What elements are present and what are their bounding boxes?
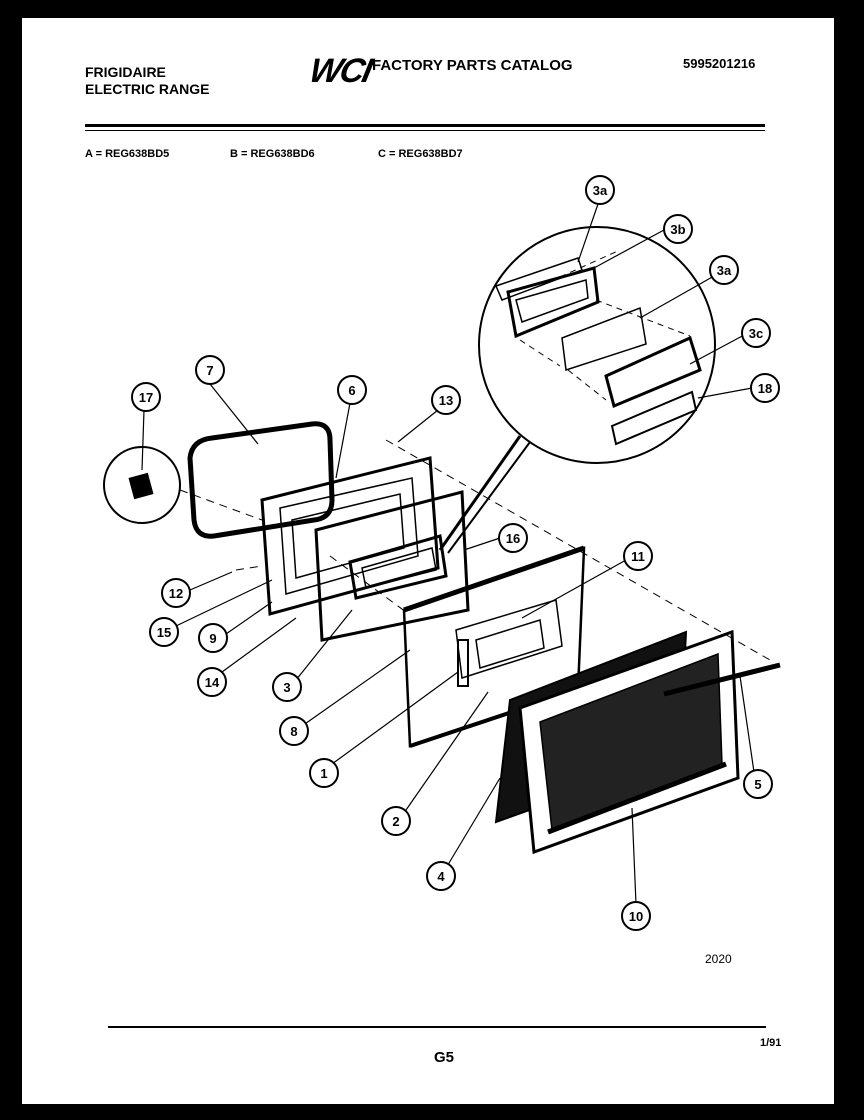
svg-text:12: 12	[169, 586, 183, 601]
svg-text:3: 3	[283, 680, 290, 695]
svg-text:1: 1	[320, 766, 327, 781]
callout-13: 13	[431, 385, 461, 415]
brand-line-1: FRIGIDAIRE	[85, 64, 166, 80]
svg-text:3a: 3a	[717, 263, 732, 278]
svg-text:13: 13	[439, 393, 453, 408]
svg-text:10: 10	[629, 909, 643, 924]
svg-text:3c: 3c	[749, 326, 763, 341]
page-number: G5	[434, 1049, 455, 1066]
svg-text:3a: 3a	[593, 183, 608, 198]
detail-glass-pack	[494, 249, 702, 446]
catalog-title: FACTORY PARTS CATALOG	[372, 57, 573, 74]
model-a: A = REG638BD5	[85, 148, 170, 160]
callout-3b: 3b	[663, 214, 693, 244]
svg-text:15: 15	[157, 625, 171, 640]
callout-8: 8	[279, 716, 309, 746]
part-7-gasket	[187, 421, 335, 539]
catalog-page: FRIGIDAIRE ELECTRIC RANGE WCI FACTORY PA…	[22, 18, 834, 1104]
callout-3: 3	[272, 672, 302, 702]
callout-15: 15	[149, 617, 179, 647]
callout-4: 4	[426, 861, 456, 891]
header-rule	[85, 124, 765, 127]
model-c: C = REG638BD7	[378, 148, 463, 160]
callout-12: 12	[161, 578, 191, 608]
callout-6: 6	[337, 375, 367, 405]
svg-text:5: 5	[754, 777, 761, 792]
header-rule-thin	[85, 130, 765, 131]
callout-17: 17	[131, 382, 161, 412]
callout-18: 18	[750, 373, 780, 403]
callout-9: 9	[198, 623, 228, 653]
document-number: 5995201216	[683, 56, 756, 71]
brand-label: FRIGIDAIRE ELECTRIC RANGE	[85, 64, 209, 98]
callout-3a-mid: 3a	[709, 255, 739, 285]
revision-date: 1/91	[760, 1037, 782, 1049]
svg-text:2: 2	[392, 814, 399, 829]
part-16-baffle	[314, 490, 470, 642]
callout-11: 11	[623, 541, 653, 571]
callouts: 3a 3b 3a 3c 18 17 7 6 13 16 11 12 15 9 1…	[131, 175, 780, 931]
callout-14: 14	[197, 667, 227, 697]
svg-text:6: 6	[348, 383, 355, 398]
callout-16: 16	[498, 523, 528, 553]
callout-7: 7	[195, 355, 225, 385]
callout-5: 5	[743, 769, 773, 799]
detail-magnifier-circle	[478, 226, 716, 464]
svg-text:8: 8	[290, 724, 297, 739]
svg-text:16: 16	[506, 531, 520, 546]
brand-line-2: ELECTRIC RANGE	[85, 81, 210, 97]
scan-border	[0, 100, 14, 1120]
figure-number: 2020	[705, 952, 732, 966]
svg-text:3b: 3b	[670, 222, 685, 237]
part-17-circle	[103, 446, 181, 524]
callout-3a-top: 3a	[585, 175, 615, 205]
model-b: B = REG638BD6	[230, 148, 315, 160]
svg-text:17: 17	[139, 390, 153, 405]
callout-1: 1	[309, 758, 339, 788]
callout-10: 10	[621, 901, 651, 931]
callout-2: 2	[381, 806, 411, 836]
callout-3c: 3c	[741, 318, 771, 348]
svg-text:4: 4	[437, 869, 445, 884]
svg-text:7: 7	[206, 363, 213, 378]
svg-text:14: 14	[205, 675, 220, 690]
svg-text:9: 9	[209, 631, 216, 646]
part-6-liner	[260, 456, 440, 616]
svg-text:18: 18	[758, 381, 772, 396]
footer-rule	[108, 1026, 766, 1028]
svg-text:11: 11	[631, 549, 645, 564]
